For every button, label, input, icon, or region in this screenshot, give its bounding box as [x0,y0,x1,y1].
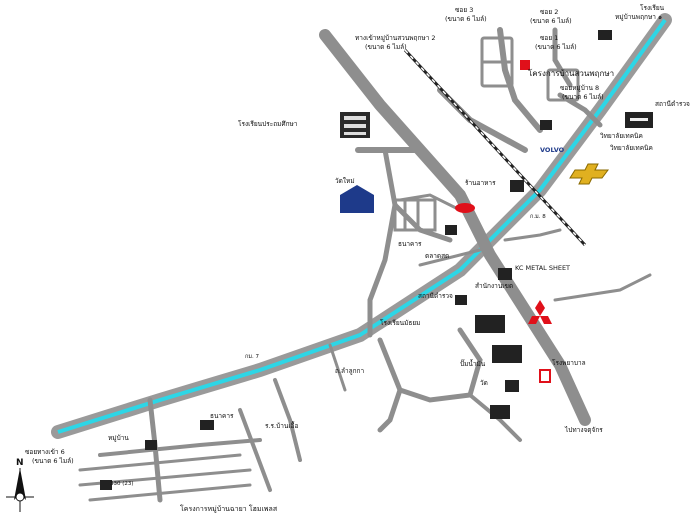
label-num-left: 330 (23) [110,481,134,487]
hospital-icon [539,369,551,383]
compass-letter: N [16,458,24,468]
main-highway [51,13,672,439]
label-zone2-sub: (ขนาด 6 ไมล์) [530,17,572,25]
label-volvo: VOLVO [540,146,565,154]
label-zone1: ซอย 1 [540,34,558,42]
label-left-school: ร.ร.บ้านเอื้อ [265,421,298,430]
label-zone8-sub: (ขนาด 6 ไมล์) [562,93,604,101]
label-bank2: ธนาคาร [210,412,234,420]
label-temple: วัดใหม่ [335,177,355,185]
chevrolet-logo [569,163,609,185]
label-school-top-right2: หมู่บ้านพฤกษา ๑ [615,13,662,21]
label-tech-college: วิทยาลัยเทคนิค [600,132,643,140]
label-bank1: ธนาคาร [398,240,422,248]
kia-logo [455,203,475,213]
label-entrance2-sub: (ขนาด 6 ไมล์) [365,43,407,51]
label-zone3: ซอย 3 [455,6,473,14]
compass-rose: N [6,458,34,512]
label-zone1-sub: (ขนาด 6 ไมล์) [535,43,577,51]
label-school-top-right: โรงเรียน [640,4,665,12]
label-market: ตลาดสด [425,252,449,260]
label-zone3-sub: (ขนาด 6 ไมล์) [445,15,487,23]
label-factory: ร้านอาหาร [465,179,496,187]
label-project: โครงการบ้านสวนพฤกษา [528,68,614,78]
railway [403,48,587,247]
label-school-center: โรงเรียนมัธยม [380,319,420,327]
label-college-sub: วิทยาลัยเทคนิค [610,144,653,152]
map-labels: ซอย 3 (ขนาด 6 ไมล์) ซอย 2 (ขนาด 6 ไมล์) … [25,4,690,513]
label-bottom-project: โครงการหมู่บ้านฉายา โฮมเพลส [180,504,278,513]
label-gas: ปั๊มน้ำมัน [460,359,486,368]
label-school-left: โรงเรียนประถมศึกษา [238,120,298,128]
label-left-zone: ซอยทางเข้า 6 [25,448,65,456]
label-bottom-right: ไปทางจตุจักร [564,426,603,434]
label-office: สำนักงานเขต [475,282,513,290]
mitsubishi-logo [528,300,552,324]
project-marker [520,60,530,70]
landmark-buildings [100,30,653,490]
label-km: ก.ม. 8 [530,214,546,220]
label-kc: KC METAL SHEET [515,264,570,272]
label-hospital: โรงพยาบาล [552,359,586,367]
residential-grid-top [393,36,580,232]
label-temple2: วัด [480,379,488,387]
label-police-right: สถานีตำรวจ [655,100,690,108]
label-zone2: ซอย 2 [540,8,558,16]
label-left-zone-sub: (ขนาด 6 ไมล์) [32,457,74,465]
label-km-left: กม. 7 [245,354,259,360]
label-left-town: หมู่บ้าน [108,434,129,442]
label-road-left: ถ.ลำลูกกา [335,367,364,375]
label-police-center: สถานีตำรวจ [418,292,453,300]
label-entrance2: ทางเข้าหมู่บ้านสวนพฤกษา 2 [355,34,436,42]
label-zone8: ซอยหมู่บ้าน 8 [560,84,599,92]
